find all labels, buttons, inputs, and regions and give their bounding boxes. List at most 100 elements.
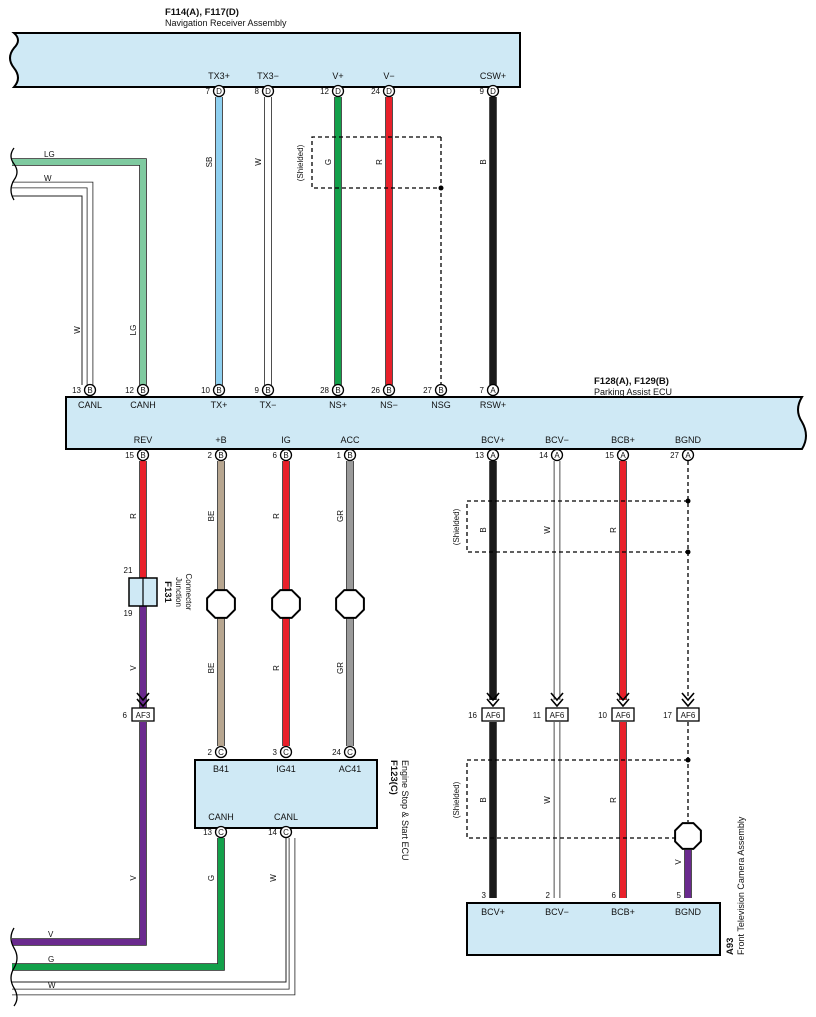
plusb2-color-label: BE [207, 663, 216, 674]
pa-top-pin-0-number: 13 [72, 386, 81, 395]
pa-top-pin-7-circle [486, 383, 500, 397]
nav-pin-0-circle [212, 84, 226, 98]
es-bot-pin-1-circle [279, 825, 293, 839]
out-w-label: W [48, 981, 56, 990]
out-g-label: G [48, 955, 54, 964]
pa-top-pin-4-conn: B [335, 386, 340, 395]
af-pin-3: 10 [598, 711, 607, 720]
af-name-2: AF6 [550, 711, 565, 720]
vp-color-label: G [324, 159, 333, 165]
es-top-pin-label-0: B41 [213, 764, 229, 774]
pa-top-pin-3-circle [261, 383, 275, 397]
pa-top-pin-5-circle [382, 383, 396, 397]
nav-pin-label-1: TX3− [257, 71, 279, 81]
junction-pin-top: 21 [124, 566, 133, 575]
pa-top-pin-label-4: NS+ [329, 400, 347, 410]
wire-out-v [12, 722, 146, 945]
csw-color-label: B [479, 159, 488, 164]
pa-top-pin-label-3: TX− [260, 400, 277, 410]
af-name-3: AF6 [616, 711, 631, 720]
af-arrow-0 [136, 692, 150, 708]
es-top-pin-0-circle [214, 745, 228, 759]
nav-subtitle: Navigation Receiver Assembly [165, 18, 287, 28]
nav-pin-1-circle [261, 84, 275, 98]
wire-es-canl [12, 838, 295, 995]
wire-canl-in-outline [12, 181, 94, 385]
pa-bot-pin-0-conn: B [140, 451, 145, 460]
es-top-pin-1-conn: C [283, 748, 289, 757]
nav-pin-label-4: CSW+ [480, 71, 506, 81]
acc-color-label: GR [336, 510, 345, 522]
cam-box [466, 902, 721, 956]
af-pin-4: 17 [663, 711, 672, 720]
shield-pa-dot1 [685, 498, 691, 504]
af-arrow-4 [681, 692, 695, 708]
pa-bot-pin-7-circle [681, 448, 695, 462]
es-title: F123(C) [388, 760, 399, 795]
pa-bot-pin-0-circle [136, 448, 150, 462]
nav-pin-0-conn: D [216, 87, 222, 96]
pa-bot-pin-7-conn: A [685, 451, 691, 460]
nav-pin-label-3: V− [383, 71, 394, 81]
pa-bot-pin-1-conn: B [218, 451, 223, 460]
es-top-pin-2-number: 24 [332, 748, 341, 757]
af-arrow-2 [550, 692, 564, 708]
ig-color-label: R [272, 513, 281, 519]
es-top-pin-0-number: 2 [208, 748, 213, 757]
wire-es-canh [12, 838, 224, 970]
es-canl-color-label: W [269, 874, 278, 882]
pa-bot-pin-label-6: BCB+ [611, 435, 635, 445]
pa-top-pin-6-circle [434, 383, 448, 397]
pa-top-pin-7-conn: A [490, 386, 496, 395]
af-box-3 [611, 707, 635, 722]
pa-bot-pin-label-7: BGND [675, 435, 702, 445]
nav-box [9, 32, 521, 88]
pa-top-pin-label-6: NSG [431, 400, 451, 410]
bcvm2-color-label: W [543, 796, 552, 804]
canh-in-color-label: LG [129, 325, 138, 336]
af-pin-0: 6 [123, 711, 128, 720]
pa-top-pin-2-conn: B [216, 386, 221, 395]
pa-bot-pin-7-number: 27 [670, 451, 679, 460]
bcvm-color-label: W [543, 526, 552, 534]
af-box-0 [131, 707, 155, 722]
pa-bot-pin-4-conn: A [490, 451, 496, 460]
pa-top-pin-0-conn: B [87, 386, 92, 395]
nav-pin-1-conn: D [265, 87, 271, 96]
pa-bot-pin-label-4: BCV+ [481, 435, 505, 445]
junction-subtitle-2: Connector [184, 574, 193, 611]
wire-canh-in-outline [12, 158, 147, 385]
es-top-pin-2-conn: C [347, 748, 353, 757]
nav-pin-4-circle [486, 84, 500, 98]
pa-top-pin-label-5: NS− [380, 400, 398, 410]
shield-nav-dot [438, 185, 444, 191]
junction-subtitle-1: Junction [174, 577, 183, 607]
cam-pin-number-2: 6 [612, 891, 617, 900]
pa-bot-pin-2-conn: B [283, 451, 288, 460]
junction-title: F131 [162, 581, 173, 603]
es-subtitle: Engine Stop & Start ECU [400, 760, 410, 861]
af-pin-2: 11 [533, 711, 542, 720]
pa-bot-pin-2-circle [279, 448, 293, 462]
wire-out-v-outline [12, 722, 147, 946]
af-arrow-3 [616, 692, 630, 708]
shield-nav-label: (Shielded) [296, 144, 305, 181]
canh-in-label: LG [44, 150, 55, 159]
pa-subtitle: Parking Assist ECU [594, 387, 672, 397]
af-box-1 [481, 707, 505, 722]
parking-assist-ecu: F128(A), F129(B) Parking Assist ECU [65, 376, 807, 450]
splice-bgnd [674, 822, 702, 850]
shield-nav-box [311, 136, 441, 189]
wire-canl-in [12, 182, 93, 385]
af-name-1: AF6 [486, 711, 501, 720]
nav-pin-2-number: 12 [320, 87, 329, 96]
bcvp2-color-label: B [479, 797, 488, 802]
pa-bot-pin-label-1: +B [215, 435, 226, 445]
pa-top-pin-label-2: TX+ [211, 400, 228, 410]
es-top-pin-label-1: IG41 [276, 764, 296, 774]
pa-bot-pin-1-circle [214, 448, 228, 462]
pa-top-pin-0-circle [83, 383, 97, 397]
pa-bot-pin-1-number: 2 [208, 451, 213, 460]
bcbp-color-label: R [609, 527, 618, 533]
